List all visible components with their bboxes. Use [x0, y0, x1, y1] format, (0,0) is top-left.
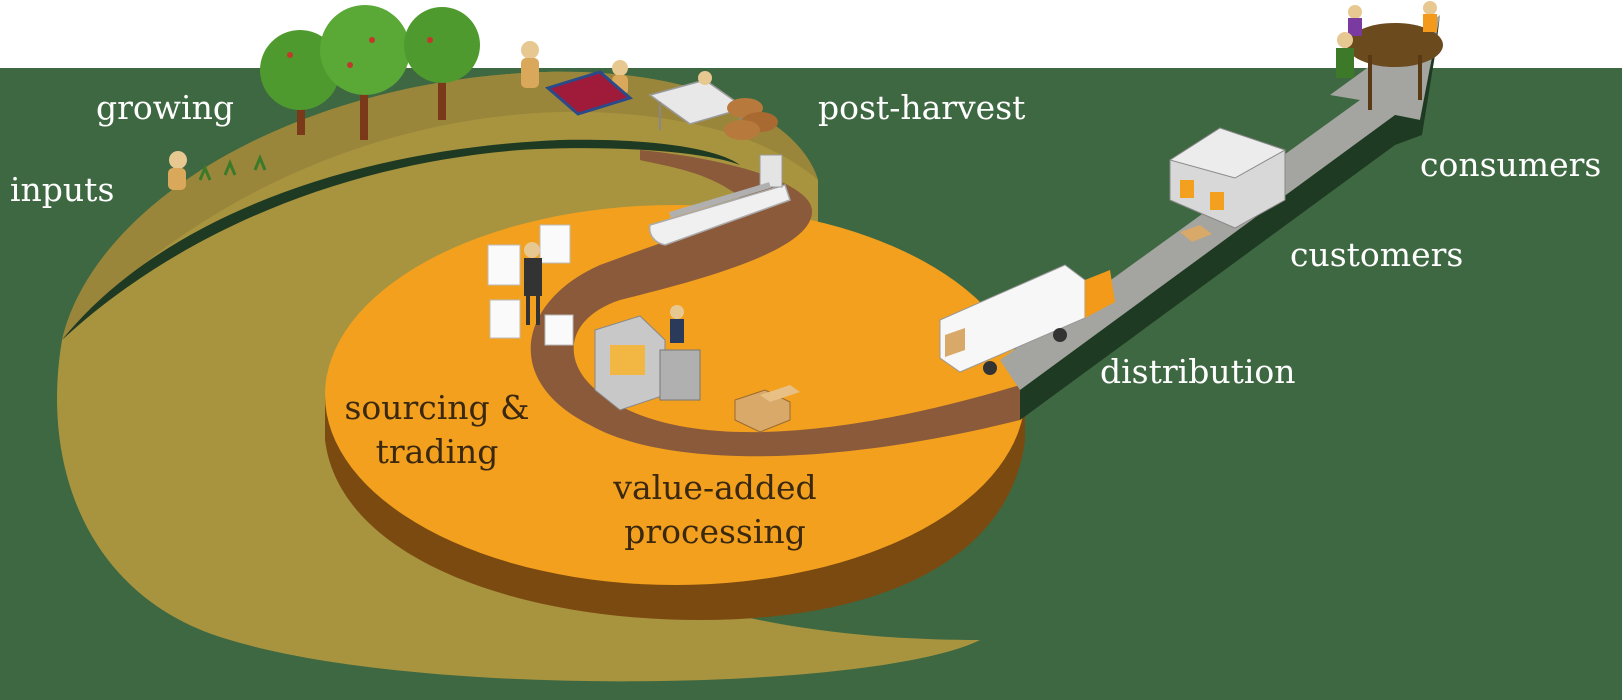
label-sourcing-line-2: trading: [375, 432, 499, 471]
tree-icon: [260, 5, 480, 140]
label-sourcing-trading: sourcing & trading: [342, 388, 532, 472]
processing-machine-icon: [594, 305, 701, 411]
sacks-icon: [724, 98, 778, 140]
farmer-planting-icon: [168, 151, 267, 190]
label-customers: customers: [1290, 235, 1464, 274]
supply-path: [530, 150, 1020, 457]
label-distribution: distribution: [1100, 352, 1296, 391]
label-processing-line-1: value-added: [613, 468, 817, 507]
farmer-carrying-icon: [521, 41, 628, 95]
warehouse-icon: [1168, 127, 1287, 242]
label-growing: growing: [96, 88, 234, 127]
cargo-ship-icon: [648, 154, 791, 246]
label-post-harvest: post-harvest: [818, 88, 1026, 127]
dining-table-icon: [1336, 1, 1443, 110]
delivery-truck-icon: [939, 264, 1115, 375]
trader-dashboard-icon: [487, 224, 574, 346]
label-sourcing-line-1: sourcing &: [344, 388, 530, 427]
boxes-icon: [734, 385, 800, 433]
label-processing-line-2: processing: [624, 512, 806, 551]
drying-mat-icon: [544, 70, 634, 116]
label-value-added-processing: value-added processing: [605, 468, 825, 552]
label-consumers: consumers: [1420, 145, 1602, 184]
label-inputs: inputs: [10, 170, 115, 209]
